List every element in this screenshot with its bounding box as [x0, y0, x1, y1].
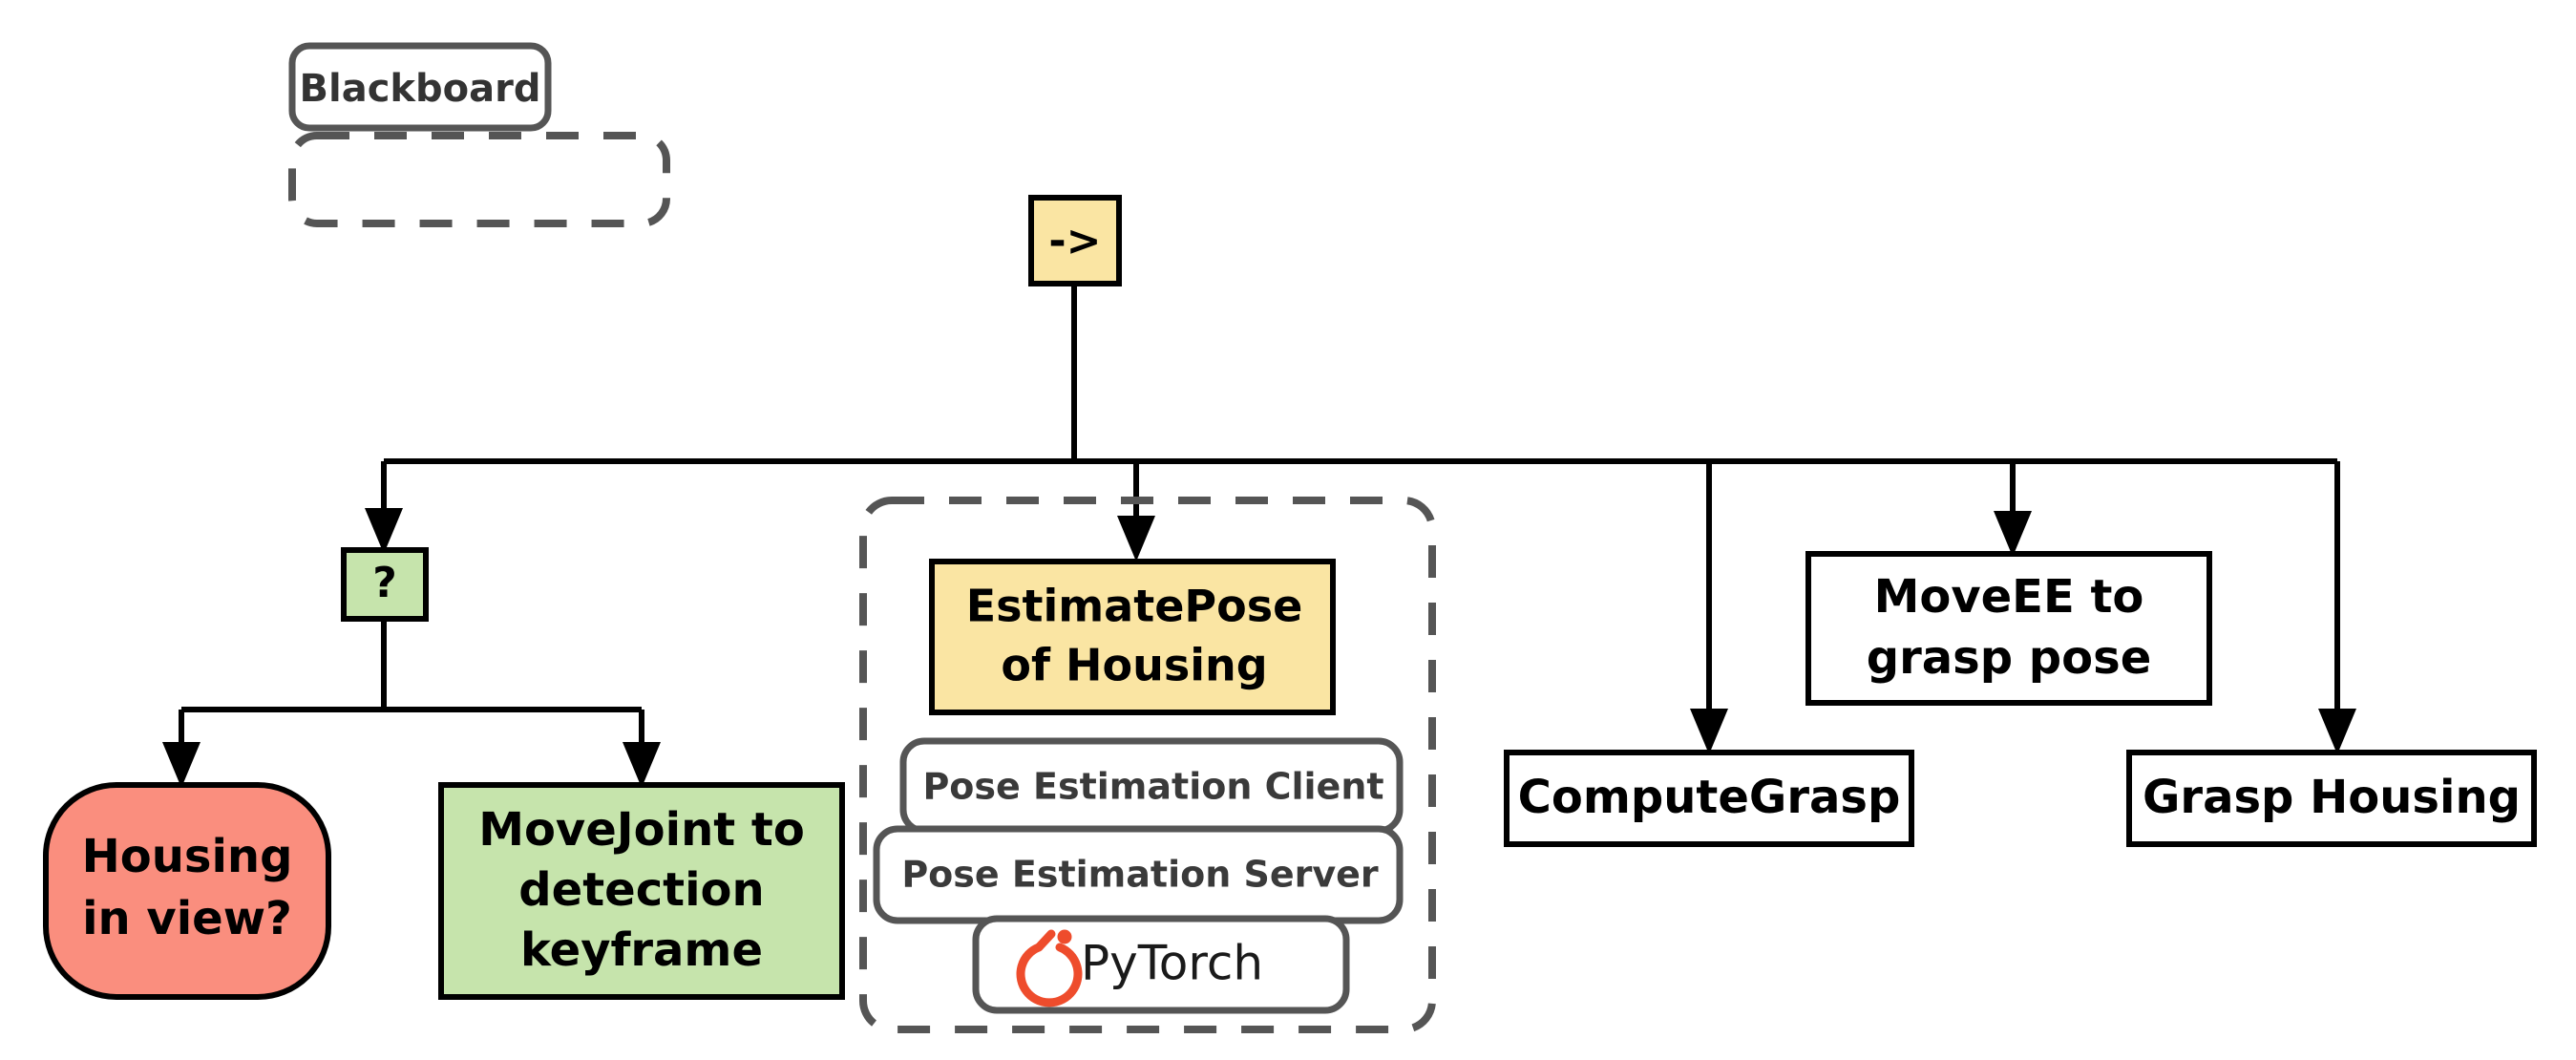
pose-estimation-client-label: Pose Estimation Client	[922, 766, 1383, 808]
move-ee-grasp-pose-shape[interactable]	[1805, 551, 2212, 706]
arrowhead-to-estimate-pose	[1117, 516, 1155, 562]
arrowhead-to-move-ee	[1994, 511, 2032, 557]
blackboard-legend: Blackboard	[288, 42, 670, 227]
node-grasp-housing[interactable]: Grasp Housing	[2126, 750, 2537, 847]
node-pose-estimation-client[interactable]: Pose Estimation Client	[899, 737, 1404, 835]
fallback-shape[interactable]	[341, 547, 429, 622]
movejoint-detection-label-line1: MoveJoint to	[478, 803, 805, 857]
housing-in-view-label-line2: in view?	[82, 892, 292, 945]
arrowhead-to-housing-in-view	[162, 742, 201, 788]
node-move-ee-grasp-pose[interactable]: MoveEE to grasp pose	[1805, 551, 2212, 706]
move-ee-grasp-pose-label-line1: MoveEE to	[1874, 570, 2144, 624]
pose-estimation-server-label: Pose Estimation Server	[901, 854, 1379, 896]
pytorch-logo-icon	[1016, 929, 1083, 1007]
movejoint-detection-shape[interactable]	[438, 782, 845, 1000]
arrowhead-to-grasp-housing	[2318, 709, 2356, 754]
node-fallback[interactable]: ?	[341, 547, 429, 622]
node-pose-estimation-server[interactable]: Pose Estimation Server	[873, 825, 1404, 924]
arrowhead-to-fallback	[365, 508, 403, 554]
fallback-label: ?	[372, 559, 397, 607]
pytorch-wordmark: PyTorch	[1081, 936, 1263, 991]
housing-in-view-shape[interactable]	[43, 782, 331, 1000]
estimate-pose-shape[interactable]	[929, 559, 1336, 715]
movejoint-detection-label-line2: detection	[518, 863, 764, 917]
grasp-housing-label: Grasp Housing	[2143, 771, 2521, 824]
estimate-pose-label-line1: EstimatePose	[966, 581, 1303, 632]
movejoint-detection-label-line3: keyframe	[520, 923, 763, 977]
node-pytorch-framework[interactable]: PyTorch	[972, 915, 1350, 1014]
grasp-housing-shape[interactable]	[2126, 750, 2537, 847]
root-sequence-shape[interactable]	[1028, 195, 1122, 286]
arrowhead-to-compute-grasp	[1690, 709, 1728, 754]
edge-layer	[162, 284, 2356, 788]
compute-grasp-shape[interactable]	[1504, 750, 1914, 847]
arrowhead-to-movejoint	[623, 742, 661, 788]
blackboard-label-box	[288, 42, 552, 132]
root-sequence-label: ->	[1048, 217, 1101, 265]
node-estimate-pose[interactable]: EstimatePose of Housing	[929, 559, 1336, 715]
compute-grasp-label: ComputeGrasp	[1518, 771, 1901, 824]
pose-estimation-subsystem-frame	[859, 497, 1436, 1033]
node-housing-in-view[interactable]: Housing in view?	[43, 782, 331, 1000]
move-ee-grasp-pose-label-line2: grasp pose	[1867, 631, 2152, 685]
housing-in-view-label-line1: Housing	[82, 830, 293, 883]
blackboard-label-text: Blackboard	[300, 67, 541, 111]
estimate-pose-label-line2: of Housing	[1001, 640, 1267, 691]
node-compute-grasp[interactable]: ComputeGrasp	[1504, 750, 1914, 847]
node-movejoint-detection[interactable]: MoveJoint to detection keyframe	[438, 782, 845, 1000]
blackboard-dashed-frame	[288, 132, 670, 227]
node-root-sequence[interactable]: ->	[1028, 195, 1122, 286]
